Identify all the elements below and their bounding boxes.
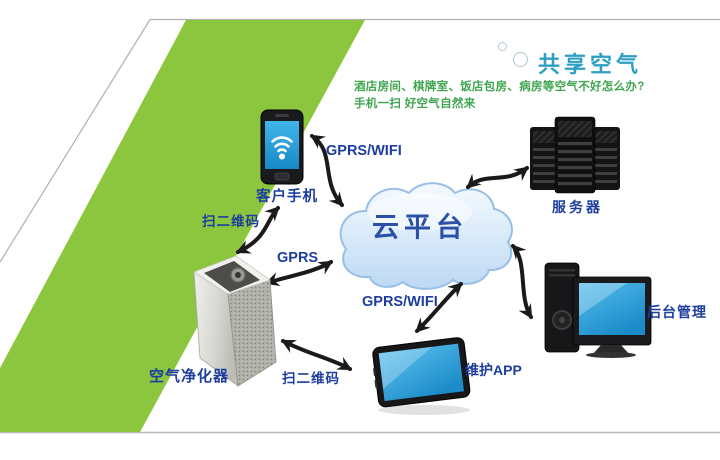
admin-label: 后台管理 — [647, 304, 707, 320]
subtitle-line-2: 手机一扫 好空气自然来 — [354, 98, 476, 110]
arrow-purifier-cloud — [264, 260, 334, 287]
arrow-cloud-server — [466, 166, 529, 189]
smartphone-node — [256, 108, 308, 193]
arrow-phone-purifier — [235, 206, 280, 254]
arrow-cloud-tablet — [415, 282, 463, 333]
server-tower-middle — [554, 116, 596, 194]
phone-label: 客户手机 — [256, 189, 318, 205]
purifier-node — [186, 246, 282, 395]
tablet-node — [370, 334, 478, 421]
desktop-computer-icon — [544, 262, 652, 358]
server-icon — [530, 116, 620, 194]
pc-monitor — [572, 276, 652, 358]
cloud-shape — [339, 182, 513, 290]
arrow-phone-cloud — [310, 134, 344, 207]
arrow-purifier-tablet — [280, 339, 353, 371]
diagonal-rule-line — [0, 19, 151, 263]
arrow-cloud-admin — [511, 244, 533, 320]
deco-circle-small — [498, 42, 507, 51]
cloud-platform-label: 云平台 — [372, 212, 468, 243]
link-label-phone-cloud: GPRS/WIFI — [326, 143, 402, 159]
subtitle-line-1: 酒店房间、棋牌室、饭店包房、病房等空气不好怎么办? — [354, 81, 645, 93]
tablet-shadow — [378, 405, 470, 415]
link-label-cloud-tablet: GPRS/WIFI — [362, 294, 438, 310]
server-node — [527, 112, 623, 201]
wifi-icon — [271, 136, 293, 153]
server-label: 服务器 — [552, 199, 603, 215]
page-title: 共享空气 — [538, 52, 643, 77]
tablet-label: 维护APP — [465, 362, 522, 378]
air-purifier-icon — [193, 255, 277, 387]
link-label-purifier-tablet: 扫二维码 — [282, 371, 340, 386]
link-label-phone-purifier: 扫二维码 — [202, 214, 260, 229]
smartphone-icon — [260, 109, 304, 185]
admin-node — [541, 258, 656, 363]
purifier-label: 空气净化器 — [149, 368, 230, 385]
link-label-purifier-cloud: GPRS — [277, 250, 319, 266]
deco-circle-large — [513, 52, 528, 67]
page-subtitle: 酒店房间、棋牌室、饭店包房、病房等空气不好怎么办? 手机一扫 好空气自然来 — [354, 79, 645, 113]
tablet-icon — [372, 337, 471, 408]
